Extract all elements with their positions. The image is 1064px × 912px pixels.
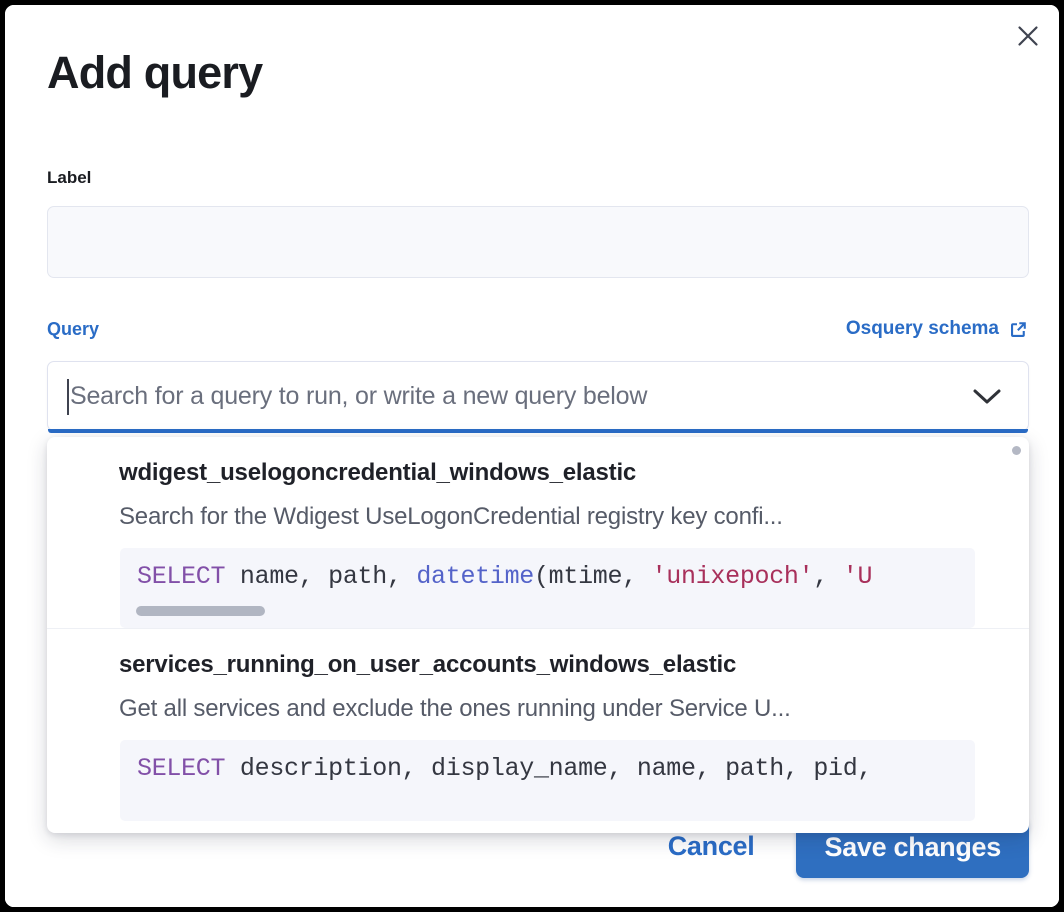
external-link-icon xyxy=(1011,321,1026,337)
sql-code-line: SELECT description, display_name, name, … xyxy=(137,754,873,784)
option-title: services_running_on_user_accounts_window… xyxy=(119,651,737,679)
close-icon[interactable] xyxy=(1007,15,1049,57)
sql-horizontal-scrollbar[interactable] xyxy=(120,590,975,628)
add-query-modal: Add query Label Query Osquery schema Sea… xyxy=(5,5,1059,907)
query-search-placeholder: Search for a query to run, or write a ne… xyxy=(70,381,648,410)
cancel-button[interactable]: Cancel xyxy=(650,817,773,876)
query-section-label[interactable]: Query xyxy=(47,319,100,339)
osquery-schema-link-label: Osquery schema xyxy=(845,318,999,339)
option-description: Get all services and exclude the ones ru… xyxy=(119,695,791,723)
sql-code-line: SELECT name, path, datetime(mtime, 'unix… xyxy=(137,562,873,591)
sql-horizontal-scrollbar[interactable] xyxy=(120,783,975,821)
text-caret xyxy=(67,379,69,415)
option-sql-preview[interactable]: SELECT description, display_name, name, … xyxy=(120,740,975,821)
sql-scrollbar-thumb[interactable] xyxy=(136,606,265,617)
close-icon-glyph xyxy=(1018,26,1038,46)
osquery-schema-link[interactable]: Osquery schema xyxy=(846,318,1029,340)
dropdown-option-list: wdigest_uselogoncredential_windows_elast… xyxy=(47,437,1029,833)
label-field-label: Label xyxy=(47,168,92,187)
option-description: Search for the Wdigest UseLogonCredentia… xyxy=(119,503,783,530)
option-title: wdigest_uselogoncredential_windows_elast… xyxy=(119,459,637,486)
page-title: Add query xyxy=(47,47,263,98)
option-sql-preview[interactable]: SELECT name, path, datetime(mtime, 'unix… xyxy=(120,548,975,629)
list-item[interactable]: wdigest_uselogoncredential_windows_elast… xyxy=(47,437,1029,629)
label-input[interactable] xyxy=(47,206,1029,278)
list-item[interactable]: services_running_on_user_accounts_window… xyxy=(47,628,1029,821)
dropdown-scrollbar-thumb[interactable] xyxy=(1012,446,1021,455)
chevron-down-icon[interactable] xyxy=(970,385,1004,407)
query-search-combobox[interactable]: Search for a query to run, or write a ne… xyxy=(47,361,1029,433)
query-suggestions-dropdown[interactable]: wdigest_uselogoncredential_windows_elast… xyxy=(47,437,1029,833)
